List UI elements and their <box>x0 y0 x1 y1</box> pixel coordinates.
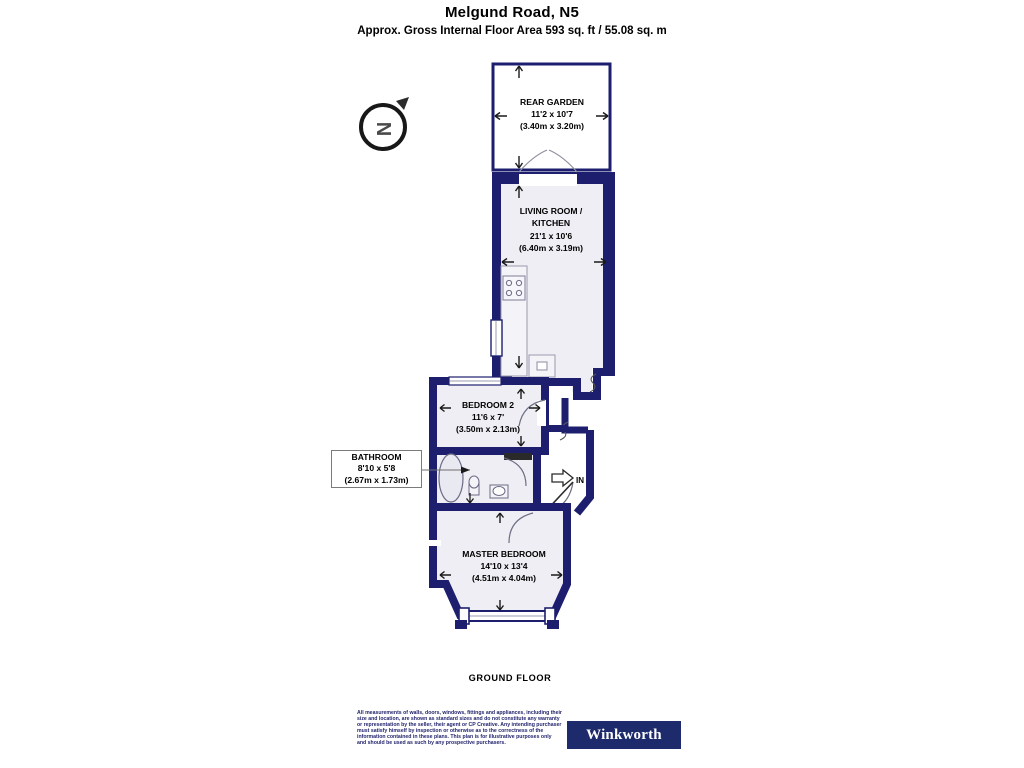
room-dim-metric-master-bedroom: (4.51m x 4.04m) <box>472 573 536 583</box>
room-dim-imperial-bedroom-2: 11'6 x 7' <box>472 412 504 422</box>
compass-north-label: N <box>372 122 394 136</box>
room-label-master-bedroom: MASTER BEDROOM <box>462 549 546 559</box>
room-label-bedroom-2: BEDROOM 2 <box>462 400 514 410</box>
floor-caption: GROUND FLOOR <box>469 673 552 683</box>
brand-name: Winkworth <box>586 726 662 743</box>
page-title: Melgund Road, N5 <box>444 4 580 21</box>
disclaimer-text: All measurements of walls, doors, window… <box>357 710 562 747</box>
room-dim-metric-living-kitchen: (6.40m x 3.19m) <box>519 243 583 253</box>
room-bathroom <box>422 447 541 511</box>
room-bedroom-2: BEDROOM 2 11'6 x 7' (3.50m x 2.13m) <box>429 376 549 455</box>
hallway: IN <box>540 372 601 516</box>
bathroom-callout: BATHROOM 8'10 x 5'8 (2.67m x 1.73m) <box>331 450 422 488</box>
room-label-bathroom: BATHROOM <box>351 451 402 462</box>
room-dim-metric-rear-garden: (3.40m x 3.20m) <box>520 121 584 131</box>
room-dim-imperial-living-kitchen: 21'1 x 10'6 <box>530 231 573 241</box>
north-compass-icon: N <box>359 97 409 151</box>
room-label-rear-garden: REAR GARDEN <box>520 97 584 107</box>
room-label-living-kitchen-2: KITCHEN <box>532 218 570 228</box>
entrance-label: IN <box>576 476 584 485</box>
room-living-kitchen: LIVING ROOM / KITCHEN 21'1 x 10'6 (6.40m… <box>490 149 615 400</box>
brand-logo: Winkworth <box>567 721 681 749</box>
room-rear-garden: REAR GARDEN 11'2 x 10'7 (3.40m x 3.20m) <box>491 62 612 172</box>
page-header: Melgund Road, N5 Approx. Gross Internal … <box>0 4 1024 37</box>
room-master-bedroom: MASTER BEDROOM 14'10 x 13'4 (4.51m x 4.0… <box>429 503 571 629</box>
room-dim-imperial-bathroom: 8'10 x 5'8 <box>357 463 396 474</box>
entrance-arrow-icon <box>551 468 575 488</box>
room-dim-metric-bedroom-2: (3.50m x 2.13m) <box>456 424 520 434</box>
room-dim-imperial-rear-garden: 11'2 x 10'7 <box>531 109 573 119</box>
room-dim-metric-bathroom: (2.67m x 1.73m) <box>344 474 409 485</box>
room-label-living-kitchen: LIVING ROOM / <box>520 206 583 216</box>
room-dim-imperial-master-bedroom: 14'10 x 13'4 <box>480 561 527 571</box>
floor-area-subtitle: Approx. Gross Internal Floor Area 593 sq… <box>357 25 667 37</box>
